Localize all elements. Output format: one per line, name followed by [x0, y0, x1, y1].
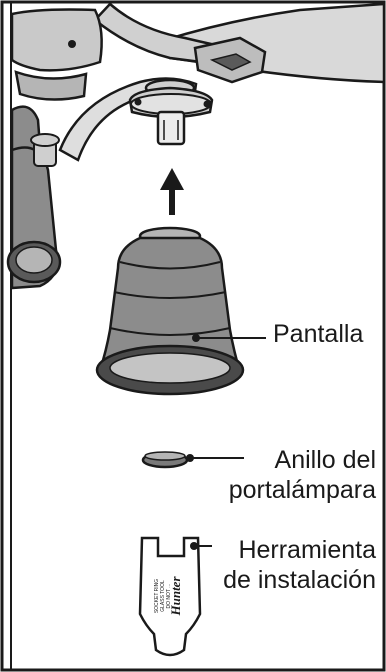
tool-line-1: SOCKET RING: [154, 579, 160, 613]
housing-lower: [14, 70, 88, 101]
tool-imprint: Hunter SOCKET RING GLASS TOOL DO NOT ...: [154, 576, 183, 617]
left-shade-rim-inner: [15, 246, 53, 274]
label-socket-ring-line1: Anillo del: [274, 446, 376, 474]
shade-band-1: [119, 261, 221, 270]
socket-ring-top: [144, 451, 186, 461]
label-shade: Pantalla: [273, 320, 364, 348]
tool-line-3: DO NOT ...: [166, 584, 172, 609]
label-socket-ring-line2: portalámpara: [228, 476, 376, 504]
label-install-tool-line2: de instalación: [223, 566, 376, 594]
shade-band-2: [113, 291, 227, 299]
shade-band-3: [109, 327, 231, 336]
fitter-screw-right: [203, 100, 211, 108]
direction-arrow-head: [160, 168, 184, 190]
fitter-screw-left: [134, 98, 142, 106]
left-fitter-cap: [30, 133, 60, 147]
housing-screw: [68, 40, 76, 48]
label-install-tool-line1: Herramienta: [238, 536, 376, 564]
shade-opening: [109, 352, 231, 384]
blade-bracket-slot: [209, 53, 252, 71]
motor-housing: [10, 8, 103, 72]
installation-tool: [138, 536, 202, 657]
lamp-socket: [156, 110, 186, 146]
tool-brand: Hunter: [168, 576, 183, 617]
tool-line-2: GLASS TOOL: [160, 580, 166, 612]
